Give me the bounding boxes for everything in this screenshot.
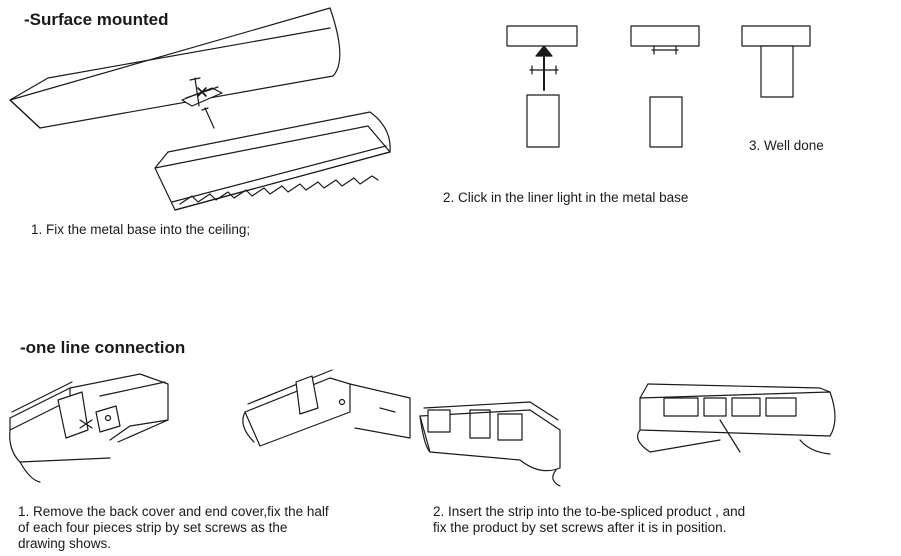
connection-result-illustration (637, 383, 836, 455)
click-in-sequence-illustration (506, 25, 811, 148)
ceiling-profile-illustration (9, 7, 341, 129)
connection-step-2-illustration (242, 369, 561, 487)
section-title-one-line-connection: -one line connection (20, 338, 186, 357)
metal-base-with-screws-illustration (181, 77, 223, 129)
linear-light-body-illustration (154, 111, 391, 211)
connection-step-1-caption: 1. Remove the back cover and end cover,f… (18, 504, 329, 551)
surface-step-2-caption: 2. Click in the liner light in the metal… (443, 190, 689, 205)
surface-step-1-caption: 1. Fix the metal base into the ceiling; (31, 222, 251, 237)
surface-step-3-caption: 3. Well done (749, 138, 824, 153)
connection-step-2-caption: 2. Insert the strip into the to-be-splic… (433, 504, 746, 535)
connection-step-1-illustration (9, 373, 169, 483)
section-title-surface-mounted: -Surface mounted (24, 10, 169, 29)
